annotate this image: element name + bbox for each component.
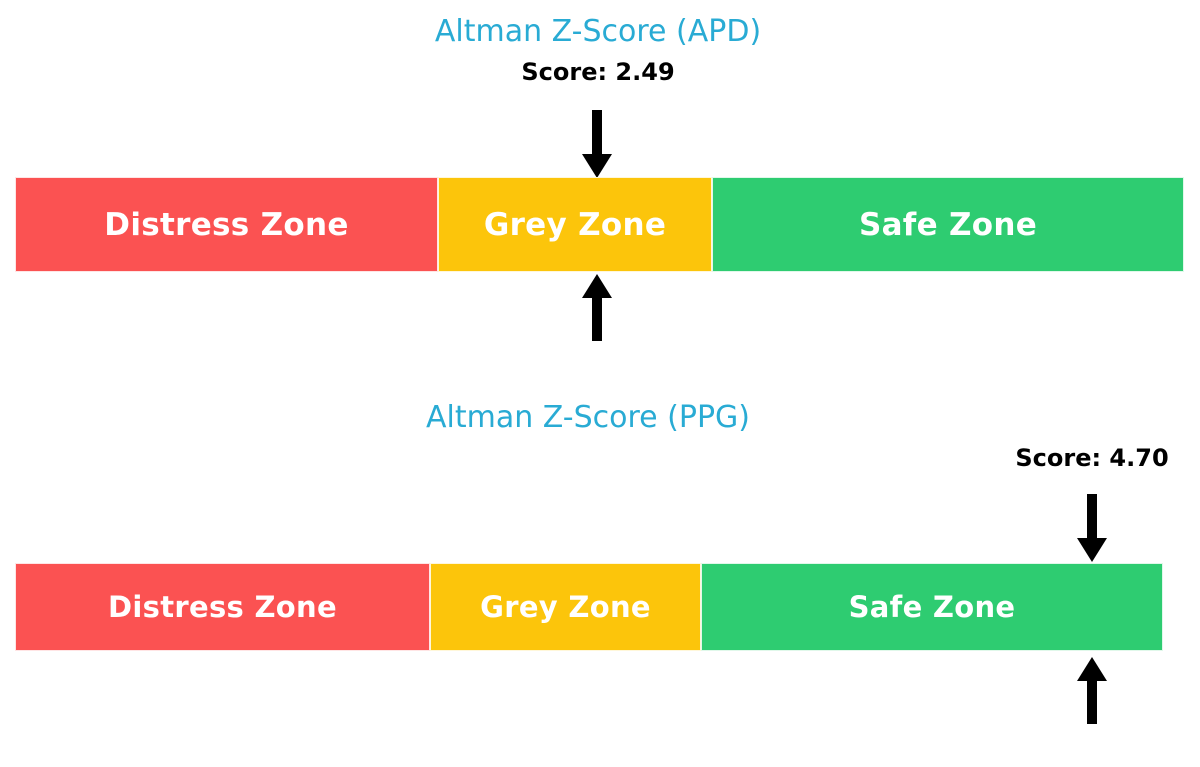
zone-segment-distress[interactable]: Distress Zone — [15, 563, 430, 651]
altman-z-score-chart-ppg: Altman Z-Score (PPG) Score: 4.70 Distres… — [0, 380, 1200, 767]
zone-bar-ppg: Distress Zone Grey Zone Safe Zone — [15, 563, 1163, 651]
zone-label-grey: Grey Zone — [480, 590, 651, 624]
zone-segment-distress[interactable]: Distress Zone — [15, 177, 438, 272]
zone-bar-apd: Distress Zone Grey Zone Safe Zone — [15, 177, 1184, 272]
zone-segment-grey[interactable]: Grey Zone — [438, 177, 712, 272]
zone-segment-safe[interactable]: Safe Zone — [712, 177, 1184, 272]
score-label-apd: Score: 2.49 — [521, 58, 675, 86]
zone-segment-grey[interactable]: Grey Zone — [430, 563, 701, 651]
zone-label-grey: Grey Zone — [483, 206, 667, 243]
down-arrow-icon — [581, 110, 613, 179]
zone-segment-safe[interactable]: Safe Zone — [701, 563, 1163, 651]
chart-title-ppg: Altman Z-Score (PPG) — [425, 400, 751, 435]
zone-label-distress: Distress Zone — [108, 590, 337, 624]
score-label-ppg: Score: 4.70 — [1015, 444, 1169, 472]
altman-z-score-chart-apd: Altman Z-Score (APD) Score: 2.49 Distres… — [0, 0, 1200, 380]
up-arrow-icon — [1076, 657, 1108, 725]
zone-label-safe: Safe Zone — [848, 590, 1016, 624]
down-arrow-icon — [1076, 494, 1108, 563]
zone-label-safe: Safe Zone — [858, 206, 1038, 243]
zone-label-distress: Distress Zone — [104, 206, 349, 243]
up-arrow-icon — [581, 274, 613, 342]
chart-title-apd: Altman Z-Score (APD) — [434, 14, 762, 49]
